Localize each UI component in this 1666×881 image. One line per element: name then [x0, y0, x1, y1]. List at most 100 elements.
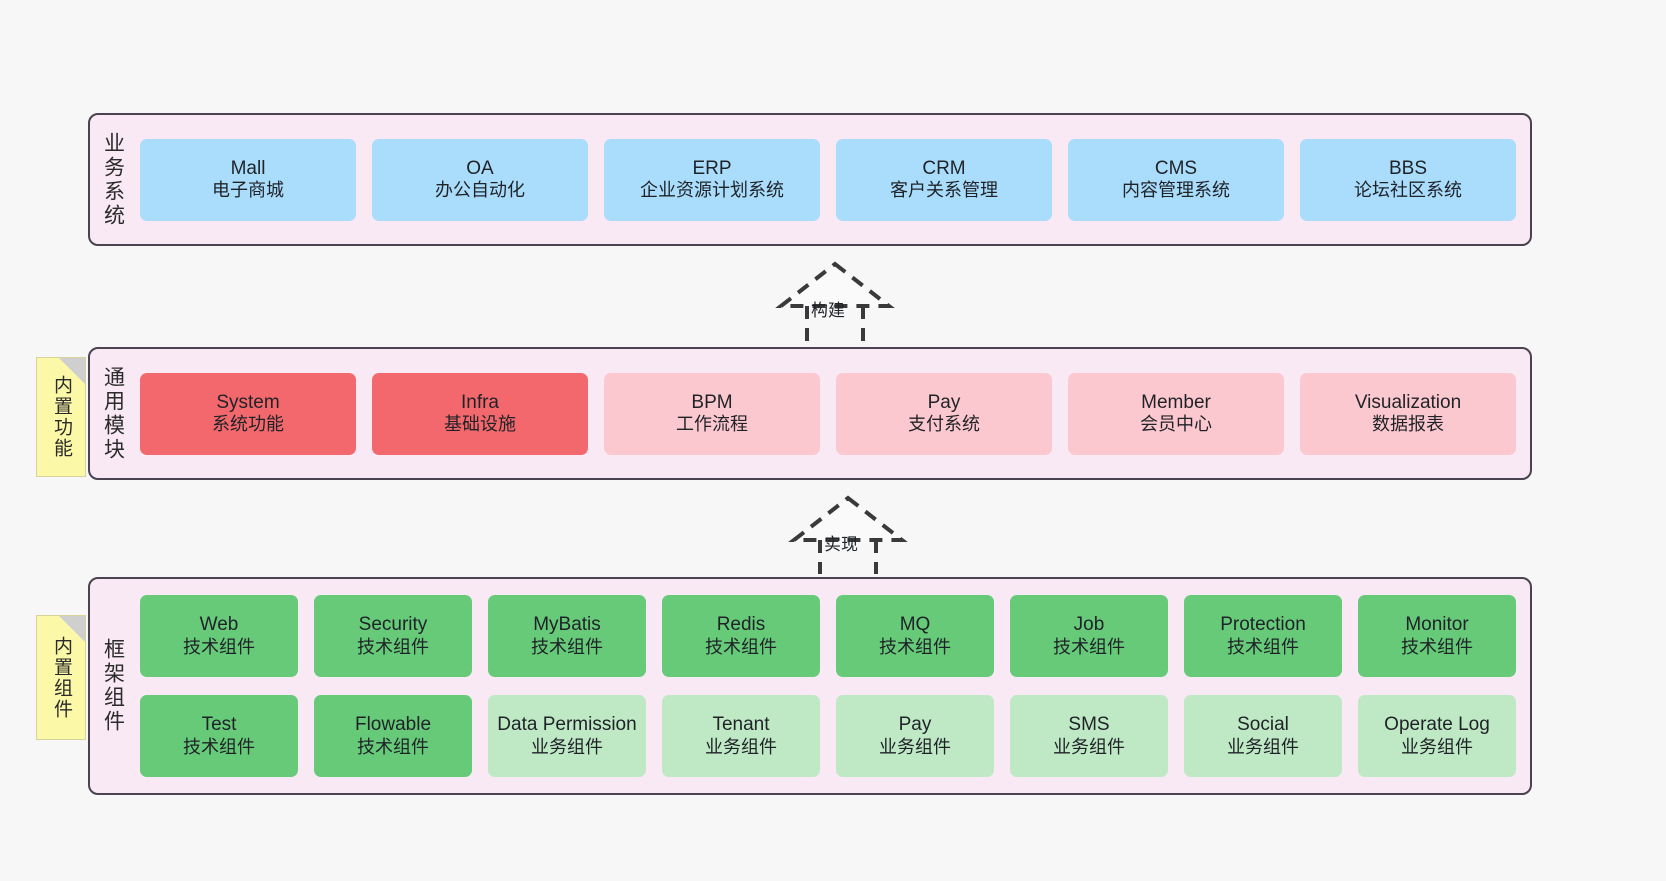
card-title-en: Pay: [898, 714, 932, 736]
layer-panel-business-system: 业务系统 Mall 电子商城 OA 办公自动化 ERP 企业资源计划系统 CRM…: [88, 113, 1532, 246]
card-title-en: Infra: [460, 391, 500, 413]
card-title-en: Security: [358, 614, 428, 636]
card-title-cn: 技术组件: [357, 636, 429, 657]
card-title-cn: 内容管理系统: [1122, 180, 1230, 201]
card-title-en: SMS: [1068, 714, 1110, 736]
layer-title-framework-component: 框架组件: [101, 638, 125, 734]
card-title-cn: 技术组件: [1053, 636, 1125, 657]
module-card-pay[interactable]: Pay 支付系统: [836, 372, 1052, 455]
card-title-en: Flowable: [354, 714, 432, 736]
module-card-erp[interactable]: ERP 企业资源计划系统: [604, 138, 820, 221]
module-card-oa[interactable]: OA 办公自动化: [372, 138, 588, 221]
card-title-cn: 技术组件: [705, 636, 777, 657]
card-title-cn: 业务组件: [879, 736, 951, 757]
card-title-cn: 电子商城: [212, 180, 284, 201]
module-card-operate-log[interactable]: Operate Log 业务组件: [1358, 695, 1516, 777]
module-card-bpm[interactable]: BPM 工作流程: [604, 372, 820, 455]
card-title-cn: 技术组件: [183, 736, 255, 757]
card-title-en: MyBatis: [533, 614, 601, 636]
card-title-cn: 系统功能: [212, 414, 284, 435]
card-title-cn: 业务组件: [531, 736, 603, 757]
card-row: System 系统功能 Infra 基础设施 BPM 工作流程 Pay 支付系统…: [140, 372, 1516, 455]
module-card-tenant[interactable]: Tenant 业务组件: [662, 695, 820, 777]
card-title-cn: 技术组件: [1401, 636, 1473, 657]
card-title-en: BBS: [1388, 157, 1428, 179]
card-title-en: Web: [199, 614, 239, 636]
module-card-mybatis[interactable]: MyBatis 技术组件: [488, 595, 646, 677]
module-card-bbs[interactable]: BBS 论坛社区系统: [1300, 138, 1516, 221]
module-card-redis[interactable]: Redis 技术组件: [662, 595, 820, 677]
card-title-en: Monitor: [1405, 614, 1469, 636]
card-title-en: Operate Log: [1384, 714, 1490, 736]
connector-implement: 实现: [768, 492, 928, 574]
card-title-cn: 技术组件: [531, 636, 603, 657]
sticky-note-builtin-function: 内置功能: [36, 357, 86, 477]
module-card-data-permission[interactable]: Data Permission 业务组件: [488, 695, 646, 777]
module-card-infra[interactable]: Infra 基础设施: [372, 372, 588, 455]
card-title-en: Redis: [716, 614, 766, 636]
module-card-protection[interactable]: Protection 技术组件: [1184, 595, 1342, 677]
card-row: Mall 电子商城 OA 办公自动化 ERP 企业资源计划系统 CRM 客户关系…: [140, 138, 1516, 221]
card-row: Test 技术组件 Flowable 技术组件 Data Permission …: [140, 695, 1516, 777]
card-title-en: Member: [1141, 391, 1211, 413]
sticky-note-label: 内置功能: [50, 375, 72, 459]
card-title-cn: 技术组件: [879, 636, 951, 657]
card-title-cn: 业务组件: [705, 736, 777, 757]
module-card-cms[interactable]: CMS 内容管理系统: [1068, 138, 1284, 221]
card-title-cn: 论坛社区系统: [1354, 180, 1462, 201]
layer-panel-framework-component: 框架组件 Web 技术组件 Security 技术组件 MyBatis 技术组件…: [88, 577, 1532, 795]
card-title-cn: 支付系统: [908, 414, 980, 435]
card-title-cn: 工作流程: [676, 414, 748, 435]
card-title-en: MQ: [899, 614, 931, 636]
module-card-monitor[interactable]: Monitor 技术组件: [1358, 595, 1516, 677]
card-title-en: System: [216, 391, 280, 413]
connector-build: 构建: [755, 258, 915, 350]
module-card-flowable[interactable]: Flowable 技术组件: [314, 695, 472, 777]
card-title-en: BPM: [691, 391, 733, 413]
module-card-security[interactable]: Security 技术组件: [314, 595, 472, 677]
card-title-cn: 技术组件: [1227, 636, 1299, 657]
layer-body-framework-component: Web 技术组件 Security 技术组件 MyBatis 技术组件 Redi…: [136, 579, 1530, 793]
note-fold-corner-icon: [59, 616, 85, 642]
card-title-en: Mall: [230, 157, 266, 179]
module-card-visualization[interactable]: Visualization 数据报表: [1300, 372, 1516, 455]
sticky-note-builtin-component: 内置组件: [36, 615, 86, 740]
card-title-en: OA: [466, 157, 494, 179]
card-title-en: Pay: [927, 391, 961, 413]
layer-title-business-system: 业务系统: [101, 131, 125, 228]
card-title-en: Protection: [1220, 614, 1306, 636]
module-card-web[interactable]: Web 技术组件: [140, 595, 298, 677]
module-card-sms[interactable]: SMS 业务组件: [1010, 695, 1168, 777]
connector-label-build: 构建: [811, 301, 845, 320]
card-title-en: CRM: [922, 157, 966, 179]
module-card-crm[interactable]: CRM 客户关系管理: [836, 138, 1052, 221]
module-card-job[interactable]: Job 技术组件: [1010, 595, 1168, 677]
layer-body-business-system: Mall 电子商城 OA 办公自动化 ERP 企业资源计划系统 CRM 客户关系…: [136, 115, 1530, 244]
layer-panel-common-module: 通用模块 System 系统功能 Infra 基础设施 BPM 工作流程 Pay…: [88, 347, 1532, 480]
card-row: Web 技术组件 Security 技术组件 MyBatis 技术组件 Redi…: [140, 595, 1516, 677]
card-title-cn: 技术组件: [357, 736, 429, 757]
card-title-cn: 会员中心: [1140, 414, 1212, 435]
card-title-en: Visualization: [1354, 391, 1462, 413]
module-card-mall[interactable]: Mall 电子商城: [140, 138, 356, 221]
module-card-system[interactable]: System 系统功能: [140, 372, 356, 455]
card-title-en: CMS: [1154, 157, 1198, 179]
module-card-member[interactable]: Member 会员中心: [1068, 372, 1284, 455]
module-card-social[interactable]: Social 业务组件: [1184, 695, 1342, 777]
module-card-pay-business[interactable]: Pay 业务组件: [836, 695, 994, 777]
layer-body-common-module: System 系统功能 Infra 基础设施 BPM 工作流程 Pay 支付系统…: [136, 349, 1530, 478]
card-title-en: ERP: [692, 157, 732, 179]
realization-arrow-icon: [775, 261, 895, 350]
card-title-cn: 数据报表: [1372, 414, 1444, 435]
module-card-mq[interactable]: MQ 技术组件: [836, 595, 994, 677]
realization-arrow-icon: [788, 495, 908, 574]
card-title-cn: 基础设施: [444, 414, 516, 435]
card-title-cn: 客户关系管理: [890, 180, 998, 201]
card-title-cn: 技术组件: [183, 636, 255, 657]
module-card-test[interactable]: Test 技术组件: [140, 695, 298, 777]
card-title-en: Tenant: [712, 714, 770, 736]
card-title-cn: 业务组件: [1401, 736, 1473, 757]
card-title-cn: 企业资源计划系统: [640, 180, 784, 201]
card-title-en: Social: [1237, 714, 1289, 736]
